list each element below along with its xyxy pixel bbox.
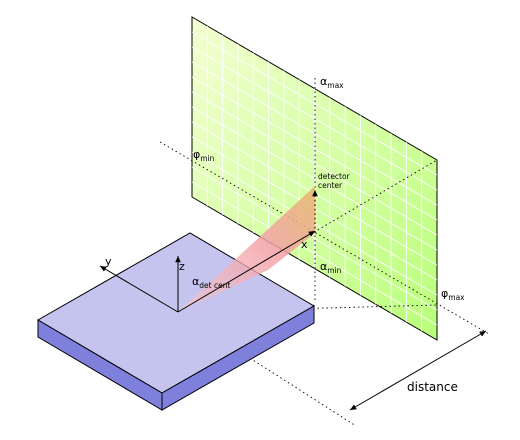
x-axis-label: x: [301, 238, 308, 251]
labels: αmax αmin φmin φmax αdet cent detector c…: [105, 75, 465, 394]
y-axis-arrow: [99, 265, 179, 313]
detector-center-label-line1: detector: [318, 172, 351, 181]
sample-normal-line: [177, 311, 357, 427]
detector-grid-row-line: [191, 46, 438, 191]
phi-min-label: φmin: [193, 148, 215, 163]
detector-grid-row-line: [191, 31, 438, 176]
detector-center-label-line2: center: [318, 181, 343, 190]
detector-grid-row-line: [191, 91, 438, 236]
coordinate-axes: [99, 190, 487, 411]
phi-axis-line: [159, 141, 490, 335]
detector-grid-row-line: [191, 76, 438, 221]
detector-grid-row-line: [191, 61, 438, 206]
x-axis-arrow: [177, 230, 316, 313]
y-axis-label: y: [105, 255, 112, 268]
distance-label: distance: [407, 380, 458, 394]
detector-grid-row-line: [191, 166, 438, 311]
detector-ray-cone: [178, 186, 315, 312]
alpha-max-label: αmax: [320, 75, 344, 90]
alpha-min-label: αmin: [320, 260, 342, 275]
detector-grid-row-line: [191, 181, 438, 326]
alpha-det-cent-label: αdet cent: [192, 275, 230, 290]
detector-grid-row-line: [191, 106, 438, 251]
z-axis-label: z: [179, 260, 185, 273]
distance-arrow: [349, 330, 487, 411]
phi-max-label: φmax: [441, 287, 465, 302]
